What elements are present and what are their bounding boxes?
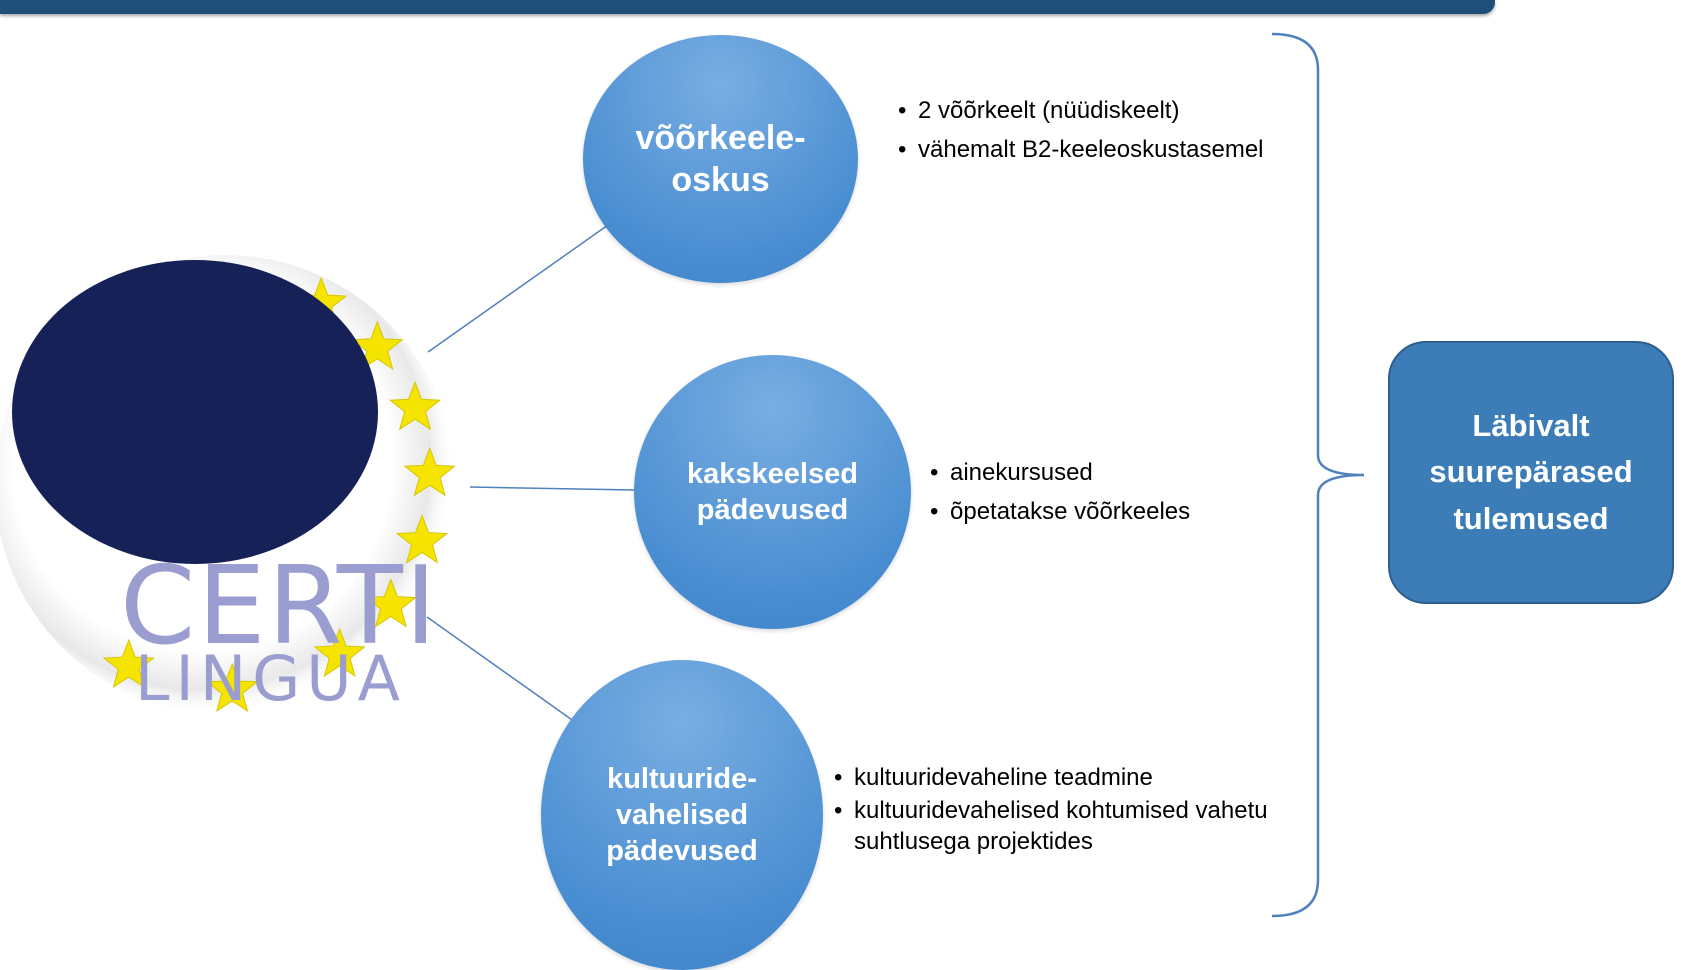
logo-star-icon bbox=[206, 662, 259, 713]
connector-line-1 bbox=[427, 224, 609, 353]
right-curly-brace bbox=[1271, 32, 1365, 918]
logo-dark-disc bbox=[12, 260, 378, 564]
connector-line-3 bbox=[426, 616, 576, 723]
node-title: kakskeelsed pädevused bbox=[687, 457, 858, 526]
bullet-list-bilingual-competence: ainekursused õpetatakse võõrkeeles bbox=[928, 457, 1278, 535]
list-item: vähemalt B2-keeleoskustasemel bbox=[896, 134, 1266, 165]
connector-line-2 bbox=[469, 486, 635, 491]
node-circle-intercultural-competence: kultuuride-vahelised pädevused bbox=[541, 660, 823, 970]
list-item: kultuuridevaheline teadmine bbox=[832, 762, 1282, 793]
list-item: ainekursused bbox=[928, 457, 1278, 488]
logo-star-icon bbox=[102, 638, 155, 689]
logo-star-icon bbox=[364, 578, 417, 628]
result-box: Läbivalt suurepärased tulemused bbox=[1388, 341, 1674, 604]
node-circle-language-skills: võõrkeele-oskus bbox=[583, 35, 858, 283]
logo-star-icon bbox=[351, 320, 404, 371]
logo-star-icon bbox=[313, 627, 366, 678]
logo-star-icon bbox=[388, 380, 442, 431]
logo-subtext: LINGUA bbox=[135, 648, 407, 710]
certilingua-logo bbox=[0, 255, 456, 715]
bullet-list-intercultural-competence: kultuuridevaheline teadmine kultuurideva… bbox=[832, 762, 1282, 860]
result-label: Läbivalt suurepärased tulemused bbox=[1429, 407, 1633, 536]
list-item: kultuuridevahelised kohtumised vahetu su… bbox=[832, 795, 1282, 857]
node-title: võõrkeele-oskus bbox=[635, 118, 806, 200]
logo-text: CERTI bbox=[120, 544, 439, 669]
node-title: kultuuride-vahelised pädevused bbox=[606, 762, 758, 868]
bullet-list-language-skills: 2 võõrkeelt (nüüdiskeelt) vähemalt B2-ke… bbox=[896, 95, 1266, 173]
list-item: õpetatakse võõrkeeles bbox=[928, 496, 1278, 527]
logo-star-icon bbox=[395, 514, 449, 564]
node-circle-bilingual-competence: kakskeelsed pädevused bbox=[634, 355, 911, 629]
logo-star-icon bbox=[403, 446, 456, 497]
header-bar bbox=[0, 0, 1495, 14]
list-item: 2 võõrkeelt (nüüdiskeelt) bbox=[896, 95, 1266, 126]
